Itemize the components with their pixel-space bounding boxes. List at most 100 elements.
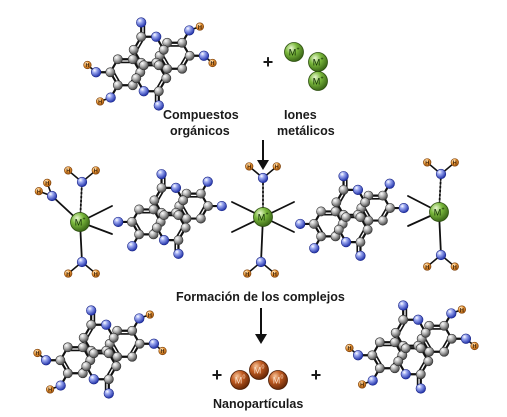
- oxygen-atom: [415, 383, 426, 394]
- oxygen-atom: [255, 256, 267, 268]
- metal-ion-label: M: [75, 218, 83, 228]
- carbon-atom: [128, 44, 139, 55]
- carbon-atom: [153, 60, 164, 71]
- oxygen-atom: [151, 31, 162, 42]
- hydrogen-atom: [272, 162, 281, 171]
- zero-charge: 0: [243, 374, 246, 380]
- carbon-atom: [112, 54, 123, 65]
- hydrogen-atom: [158, 346, 167, 356]
- carbon-atom: [439, 320, 450, 331]
- carbon-atom: [415, 343, 426, 354]
- carbon-atom: [374, 337, 385, 348]
- oxygen-atom: [105, 92, 116, 103]
- hydrogen-symbol: H: [425, 265, 429, 271]
- oxygen-atom: [153, 100, 164, 111]
- hydrogen-atom: [270, 269, 279, 278]
- oxygen-atom: [86, 305, 97, 316]
- oxygen-atom: [184, 25, 195, 36]
- metal-ion-label: M: [313, 77, 321, 87]
- carbon-atom: [81, 361, 92, 372]
- carbon-atom: [112, 80, 123, 91]
- metal-ion: [70, 212, 90, 232]
- metal-ion-label: M: [434, 208, 442, 218]
- oxygen-atom: [398, 300, 409, 311]
- hydrogen-atom: [450, 158, 459, 167]
- oxygen-atom: [173, 248, 184, 259]
- oxygen-atom: [309, 243, 320, 254]
- carbon-atom: [131, 73, 142, 84]
- carbon-atom: [151, 222, 162, 233]
- carbon-atom: [134, 338, 145, 349]
- carbon-atom: [153, 86, 164, 97]
- carbon-atom: [341, 212, 351, 223]
- hydrogen-symbol: H: [453, 265, 457, 271]
- hydrogen-atom: [208, 58, 217, 68]
- ion-charge: +: [441, 206, 444, 212]
- carbon-atom: [203, 201, 213, 211]
- carbon-atom: [111, 361, 122, 372]
- carbon-atom: [158, 44, 169, 55]
- hydrogen-symbol: H: [66, 272, 70, 278]
- carbon-atom: [162, 63, 173, 74]
- carbon-atom: [195, 188, 206, 199]
- label-nanoparticles: Nanopartículas: [213, 397, 303, 411]
- hydrogen-atom: [91, 269, 100, 278]
- hydrogen-atom: [91, 166, 100, 175]
- carbon-atom: [184, 50, 195, 61]
- oxygen-atom: [158, 235, 170, 246]
- hydrogen-symbol: H: [211, 61, 215, 67]
- oxygen-atom: [46, 190, 58, 202]
- plus-sign-top: +: [263, 52, 274, 72]
- oxygen-atom: [413, 314, 424, 325]
- oxygen-atom: [198, 50, 210, 61]
- carbon-atom: [173, 235, 184, 246]
- hydrogen-symbol: H: [85, 63, 89, 69]
- carbon-atom: [309, 219, 319, 229]
- hydrogen-atom: [423, 262, 432, 271]
- ion-charge: +: [320, 56, 323, 62]
- carbon-atom: [316, 206, 327, 217]
- carbon-atom: [77, 342, 88, 353]
- label-organic-line1: Compuestos: [163, 108, 239, 122]
- nanoparticle-label: M: [235, 376, 243, 386]
- metal-ion-label: M: [289, 48, 297, 58]
- oxygen-atom: [435, 249, 447, 261]
- carbon-atom: [103, 374, 114, 385]
- oxygen-atom: [113, 216, 124, 228]
- oxygen-atom: [148, 338, 160, 349]
- carbon-atom: [195, 213, 206, 224]
- oxygen-atom: [76, 256, 88, 268]
- carbon-atom: [385, 203, 395, 213]
- hydrogen-atom: [195, 22, 204, 31]
- carbon-atom: [446, 333, 457, 344]
- carbon-atom: [127, 217, 137, 227]
- oxygen-atom: [367, 375, 378, 386]
- hydrogen-symbol: H: [48, 388, 52, 394]
- metal-ion-label: M: [258, 213, 266, 223]
- oxygen-atom: [76, 176, 88, 188]
- hydrogen-atom: [243, 269, 252, 278]
- carbon-atom: [367, 350, 378, 361]
- hydrogen-atom: [470, 341, 479, 351]
- carbon-atom: [393, 356, 404, 367]
- carbon-atom: [156, 182, 167, 193]
- ion-charge: +: [82, 216, 85, 222]
- carbon-atom: [360, 197, 371, 208]
- hydrogen-atom: [358, 380, 367, 389]
- hydrogen-atom: [64, 166, 73, 175]
- carbon-atom: [88, 348, 99, 359]
- hydrogen-atom: [46, 385, 55, 394]
- carbon-atom: [390, 327, 401, 338]
- label-ions-line2: metálicos: [277, 124, 335, 138]
- oxygen-atom: [127, 241, 138, 252]
- ion-charge: +: [296, 46, 299, 52]
- carbon-atom: [374, 363, 385, 374]
- carbon-atom: [331, 197, 342, 208]
- oxygen-atom: [136, 17, 147, 28]
- oxygen-atom: [355, 250, 366, 261]
- carbon-atom: [138, 60, 149, 71]
- carbon-atom: [355, 237, 366, 248]
